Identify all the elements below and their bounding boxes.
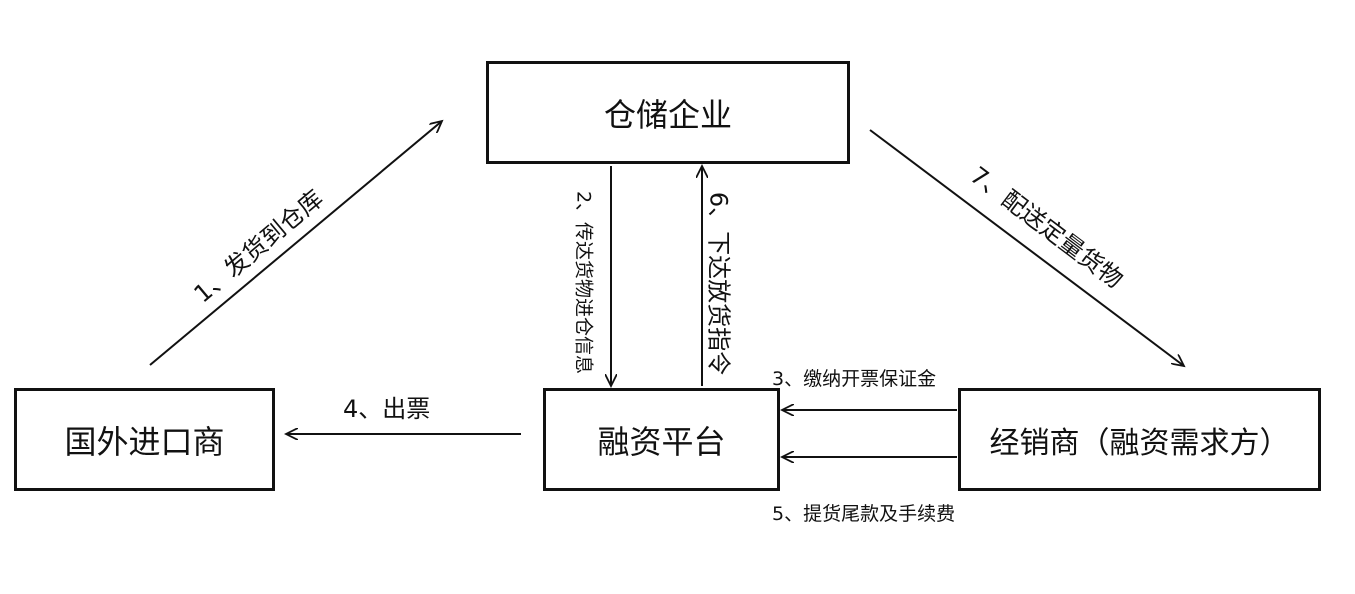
node-dealer: 经销商（融资需求方） (958, 388, 1321, 491)
edge-label-2: 2、传达货物进仓信息 (572, 190, 595, 375)
node-importer: 国外进口商 (14, 388, 275, 491)
edge-label-4: 4、出票 (343, 395, 431, 423)
edge-label-3: 3、缴纳开票保证金 (772, 368, 937, 390)
node-platform: 融资平台 (543, 388, 780, 491)
edge-label-5: 5、提货尾款及手续费 (772, 503, 956, 525)
edge-label-6: 6、下达放货指令 (704, 191, 733, 376)
arrow-importer-to-warehouse (149, 121, 442, 366)
node-warehouse: 仓储企业 (486, 61, 850, 164)
arrow-warehouse-to-dealer (869, 129, 1184, 366)
